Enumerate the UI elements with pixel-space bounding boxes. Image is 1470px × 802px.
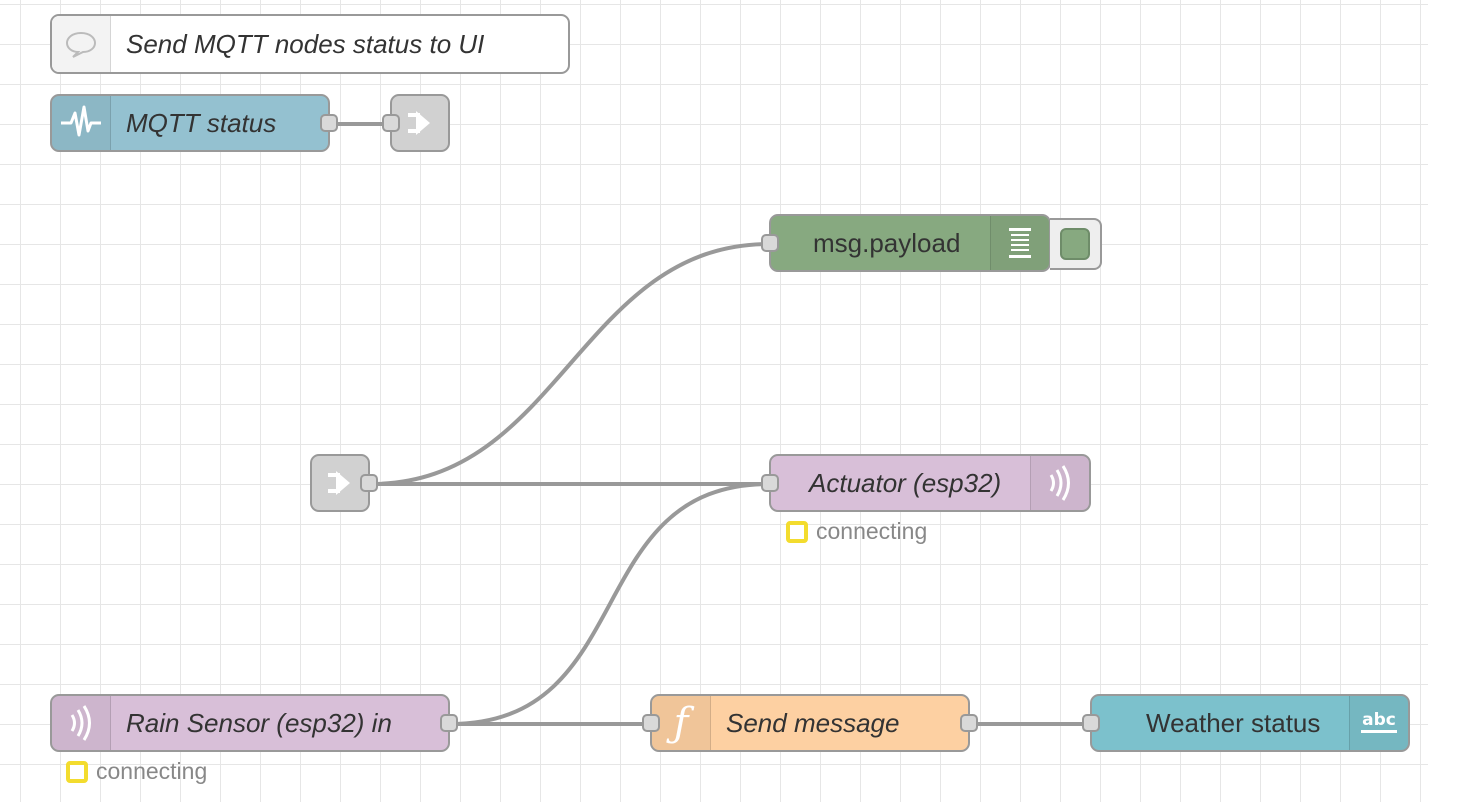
function-node[interactable]: ƒ Send message — [642, 694, 978, 752]
comment-node[interactable]: Send MQTT nodes status to UI — [50, 14, 570, 74]
wire-sensor-to-actuator[interactable] — [448, 482, 771, 726]
status-indicator-icon — [786, 520, 808, 543]
link-arrow-icon — [392, 96, 448, 150]
wireless-icon — [52, 696, 111, 750]
debug-node-label: msg.payload — [813, 227, 961, 258]
link-in-output-port[interactable] — [360, 474, 378, 492]
workspace-edge — [1428, 0, 1470, 802]
link-out-node[interactable] — [382, 94, 450, 152]
actuator-node[interactable]: Actuator (esp32) — [761, 454, 1091, 512]
debug-toggle-button[interactable] — [1050, 218, 1102, 270]
status-node[interactable]: MQTT status — [50, 94, 338, 152]
sensor-node[interactable]: Rain Sensor (esp32) in — [50, 694, 458, 752]
actuator-node-input-port[interactable] — [761, 474, 779, 492]
function-node-label: Send message — [726, 707, 900, 738]
debug-node[interactable]: msg.payload — [761, 214, 1051, 272]
actuator-node-label: Actuator (esp32) — [809, 467, 1002, 498]
link-in-node[interactable] — [310, 454, 378, 512]
comment-label: Send MQTT nodes status to UI — [126, 28, 485, 59]
debug-node-input-port[interactable] — [761, 234, 779, 252]
abc-text-icon: abc — [1349, 696, 1408, 750]
wireless-icon — [1030, 456, 1089, 510]
speech-bubble-icon — [52, 16, 111, 72]
sensor-node-output-port[interactable] — [440, 714, 458, 732]
status-node-output-port[interactable] — [320, 114, 338, 132]
debug-toggle-square — [1060, 228, 1090, 260]
wire-link-in-to-debug[interactable] — [369, 242, 771, 486]
text-node[interactable]: Weather status abc — [1082, 694, 1410, 752]
function-node-input-port[interactable] — [642, 714, 660, 732]
list-lines-icon — [990, 216, 1049, 270]
function-icon: ƒ — [652, 696, 711, 750]
status-indicator-icon — [66, 760, 88, 783]
sensor-status-text: connecting — [96, 758, 208, 784]
text-node-input-port[interactable] — [1082, 714, 1100, 732]
actuator-status: connecting — [786, 518, 927, 545]
sensor-node-label: Rain Sensor (esp32) in — [126, 707, 392, 738]
sensor-status: connecting — [66, 758, 207, 785]
link-out-input-port[interactable] — [382, 114, 400, 132]
svg-text:abc: abc — [1362, 710, 1396, 730]
function-node-output-port[interactable] — [960, 714, 978, 732]
heartbeat-icon — [52, 96, 111, 150]
text-node-label: Weather status — [1146, 707, 1321, 738]
link-arrow-icon — [312, 456, 368, 510]
actuator-status-text: connecting — [816, 518, 928, 544]
status-node-label: MQTT status — [126, 107, 277, 138]
